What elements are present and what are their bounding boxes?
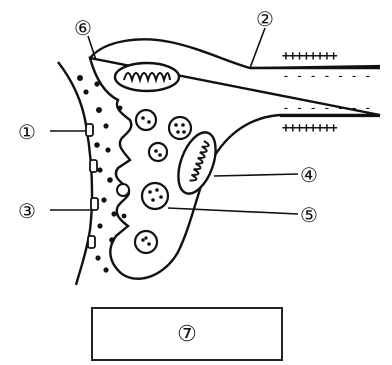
label-3: ③	[18, 199, 36, 223]
label-1: ①	[18, 120, 36, 144]
label-6: ⑥	[74, 16, 92, 40]
postsynaptic-membrane	[58, 62, 92, 285]
label-2: ②	[256, 7, 274, 31]
charge-lower-plus: ++++++++	[282, 121, 338, 136]
label-5: ⑤	[300, 203, 318, 227]
answer-box: ⑦	[91, 307, 283, 361]
label-4: ④	[300, 163, 318, 187]
charge-upper-plus: ++++++++	[282, 49, 338, 64]
mitochondrion-upper	[115, 63, 179, 91]
charge-upper-minus: - - - - - - -	[282, 69, 371, 84]
fusing-vesicle	[117, 184, 129, 196]
neurotransmitter-dots	[77, 75, 126, 273]
charge-lower-minus: - - - - - - -	[282, 101, 371, 116]
label-7: ⑦	[177, 322, 197, 347]
